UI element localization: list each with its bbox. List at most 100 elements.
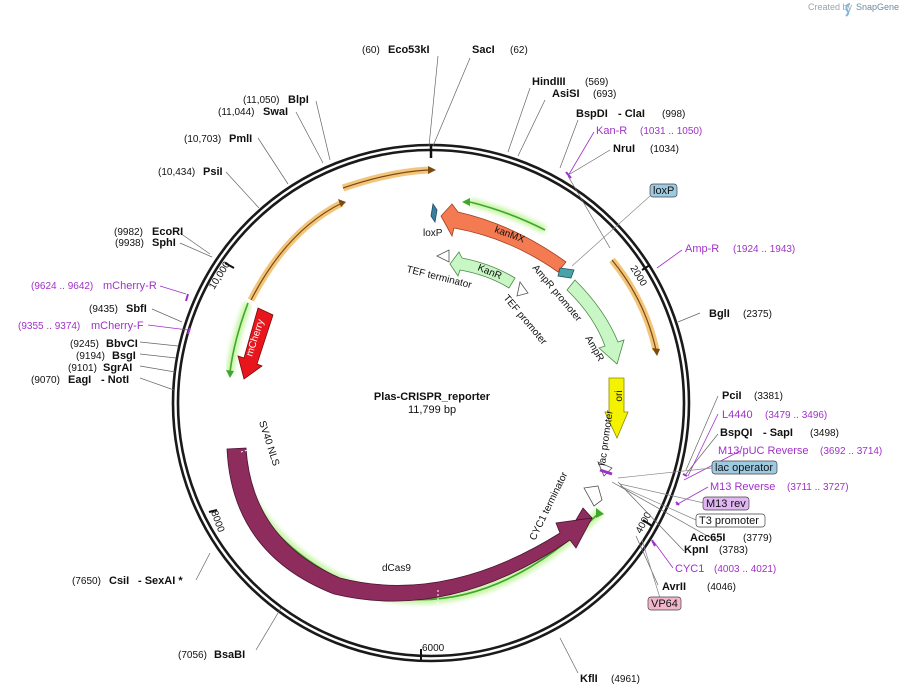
primer-m13-reverse[interactable]: M13 Reverse (710, 481, 775, 493)
site-noti[interactable]: - NotI (101, 374, 129, 386)
primer-kan-r-range: (1031 .. 1050) (640, 126, 702, 137)
tick-8000 (208, 509, 218, 513)
boxed-leaders (571, 195, 713, 599)
site-bgli-pos: (2375) (743, 309, 772, 320)
site-kpni-pos: (3783) (719, 545, 748, 556)
snapgene-logo: SnapGene (845, 2, 899, 17)
site-bsabi-pos: (7056) (178, 650, 207, 661)
site-asisi[interactable]: AsiSI (552, 88, 580, 100)
m13-rev-box[interactable]: M13 rev (702, 496, 750, 511)
dcas9-arrow[interactable]: dCas9 (226, 446, 593, 606)
orange-arcs (247, 166, 660, 356)
site-sphi-pos: (9938) (115, 238, 144, 249)
loxp-box-label: loxP (653, 185, 674, 197)
site-swai[interactable]: SwaI (263, 106, 288, 118)
site-bspdi-pos: (998) (662, 109, 685, 120)
primer-mcherry-f-range: (9355 .. 9374) (18, 321, 80, 332)
primer-amp-r[interactable]: Amp-R (685, 243, 719, 255)
lac-promoter-label: lac promoter (597, 409, 616, 466)
site-pcii[interactable]: PciI (722, 390, 742, 402)
primer-l4440[interactable]: L4440 (722, 409, 753, 421)
primer-kan-r[interactable]: Kan-R (596, 125, 627, 137)
site-acc65i-pos: (3779) (743, 533, 772, 544)
site-pcii-pos: (3381) (754, 391, 783, 402)
site-ecori[interactable]: EcoRI (152, 226, 183, 238)
site-pmli[interactable]: PmlI (229, 133, 252, 145)
site-sbfi-pos: (9435) (89, 304, 118, 315)
primer-marks (185, 171, 688, 547)
site-sgrai[interactable]: SgrAI (103, 362, 132, 374)
site-eco53ki[interactable]: Eco53kI (388, 44, 430, 56)
t3-promoter-label: T3 promoter (699, 515, 759, 527)
ori-arrow[interactable]: ori (604, 377, 629, 439)
site-saci[interactable]: SacI (472, 44, 495, 56)
primer-l4440-range: (3479 .. 3496) (765, 410, 827, 421)
site-eagi[interactable]: EagI (68, 374, 91, 386)
site-eagi-pos: (9070) (31, 375, 60, 386)
plasmid-name: Plas-CRISPR_reporter (374, 391, 491, 403)
site-bsgi-pos: (9194) (76, 351, 105, 362)
site-bbvci-pos: (9245) (70, 339, 99, 350)
site-sgrai-pos: (9101) (68, 363, 97, 374)
loxp-box[interactable]: loxP (649, 183, 678, 198)
site-nrui[interactable]: NruI (613, 143, 635, 155)
site-nrui-pos: (1034) (650, 144, 679, 155)
site-hindiii-pos: (569) (585, 77, 608, 88)
site-bbvci[interactable]: BbvCI (106, 338, 138, 350)
site-acc65i[interactable]: Acc65I (690, 532, 725, 544)
primer-cyc1-range: (4003 .. 4021) (714, 564, 776, 575)
sv40-nls: SV40 NLS (256, 420, 281, 468)
tick-4000 (642, 519, 653, 527)
primer-amp-r-range: (1924 .. 1943) (733, 244, 795, 255)
site-sphi[interactable]: SphI (152, 237, 176, 249)
m13-rev-label: M13 rev (706, 498, 746, 510)
site-kpni[interactable]: KpnI (684, 544, 708, 556)
site-clai[interactable]: - ClaI (618, 108, 645, 120)
site-bsabi[interactable]: BsaBI (214, 649, 245, 661)
backbone-inner (176, 148, 686, 658)
vp64-box[interactable]: VP64 (647, 596, 682, 611)
plasmid-size: 11,799 bp (408, 404, 456, 416)
site-bspdi[interactable]: BspDI (576, 108, 608, 120)
site-saci-pos: (62) (510, 45, 528, 56)
primer-mcherry-f[interactable]: mCherry-F (91, 320, 144, 332)
site-sbfi[interactable]: SbfI (126, 303, 147, 315)
site-psii[interactable]: PsiI (203, 166, 223, 178)
primer-mcherry-r[interactable]: mCherry-R (103, 280, 157, 292)
site-kfli-pos: (4961) (611, 674, 640, 685)
site-csii-pos: (7650) (72, 576, 101, 587)
site-bgli[interactable]: BglI (709, 308, 730, 320)
tef-promoter: TEF promoter (501, 281, 550, 348)
loxp-feature: loxP (423, 202, 443, 239)
t3-promoter-box[interactable]: T3 promoter (695, 513, 766, 528)
tef-promoter-label: TEF promoter (501, 293, 550, 348)
vp64-label: VP64 (651, 598, 678, 610)
site-asisi-pos: (693) (593, 89, 616, 100)
tick-label-4000: 4000 (634, 510, 654, 535)
kanr-label: KanR (476, 263, 503, 283)
site-sapi[interactable]: - SapI (763, 427, 793, 439)
site-psii-pos: (10,434) (158, 167, 195, 178)
site-blpi[interactable]: BlpI (288, 94, 309, 106)
site-bspqi[interactable]: BspQI (720, 427, 752, 439)
primer-m13-puc-reverse[interactable]: M13/pUC Reverse (718, 445, 808, 457)
primer-leaders (147, 131, 741, 569)
primer-mcherry-r-range: (9624 .. 9642) (31, 281, 93, 292)
lac-operator-label: lac operator (715, 462, 773, 474)
ori-label: ori (614, 390, 625, 401)
site-blpi-pos: (11,050) (243, 95, 280, 106)
site-bspqi-pos: (3498) (810, 428, 839, 439)
site-avrii-pos: (4046) (707, 582, 736, 593)
site-bsgi[interactable]: BsgI (112, 350, 136, 362)
tick-label-6000: 6000 (422, 643, 445, 654)
site-hindiii[interactable]: HindIII (532, 76, 566, 88)
site-avrii[interactable]: AvrII (662, 581, 686, 593)
site-sexai[interactable]: - SexAI * (138, 575, 183, 587)
lac-operator-box[interactable]: lac operator (711, 460, 778, 475)
site-kfli[interactable]: KflI (580, 673, 598, 685)
primer-cyc1[interactable]: CYC1 (675, 563, 704, 575)
tick-10000 (224, 262, 235, 269)
site-csii[interactable]: CsiI (109, 575, 129, 587)
